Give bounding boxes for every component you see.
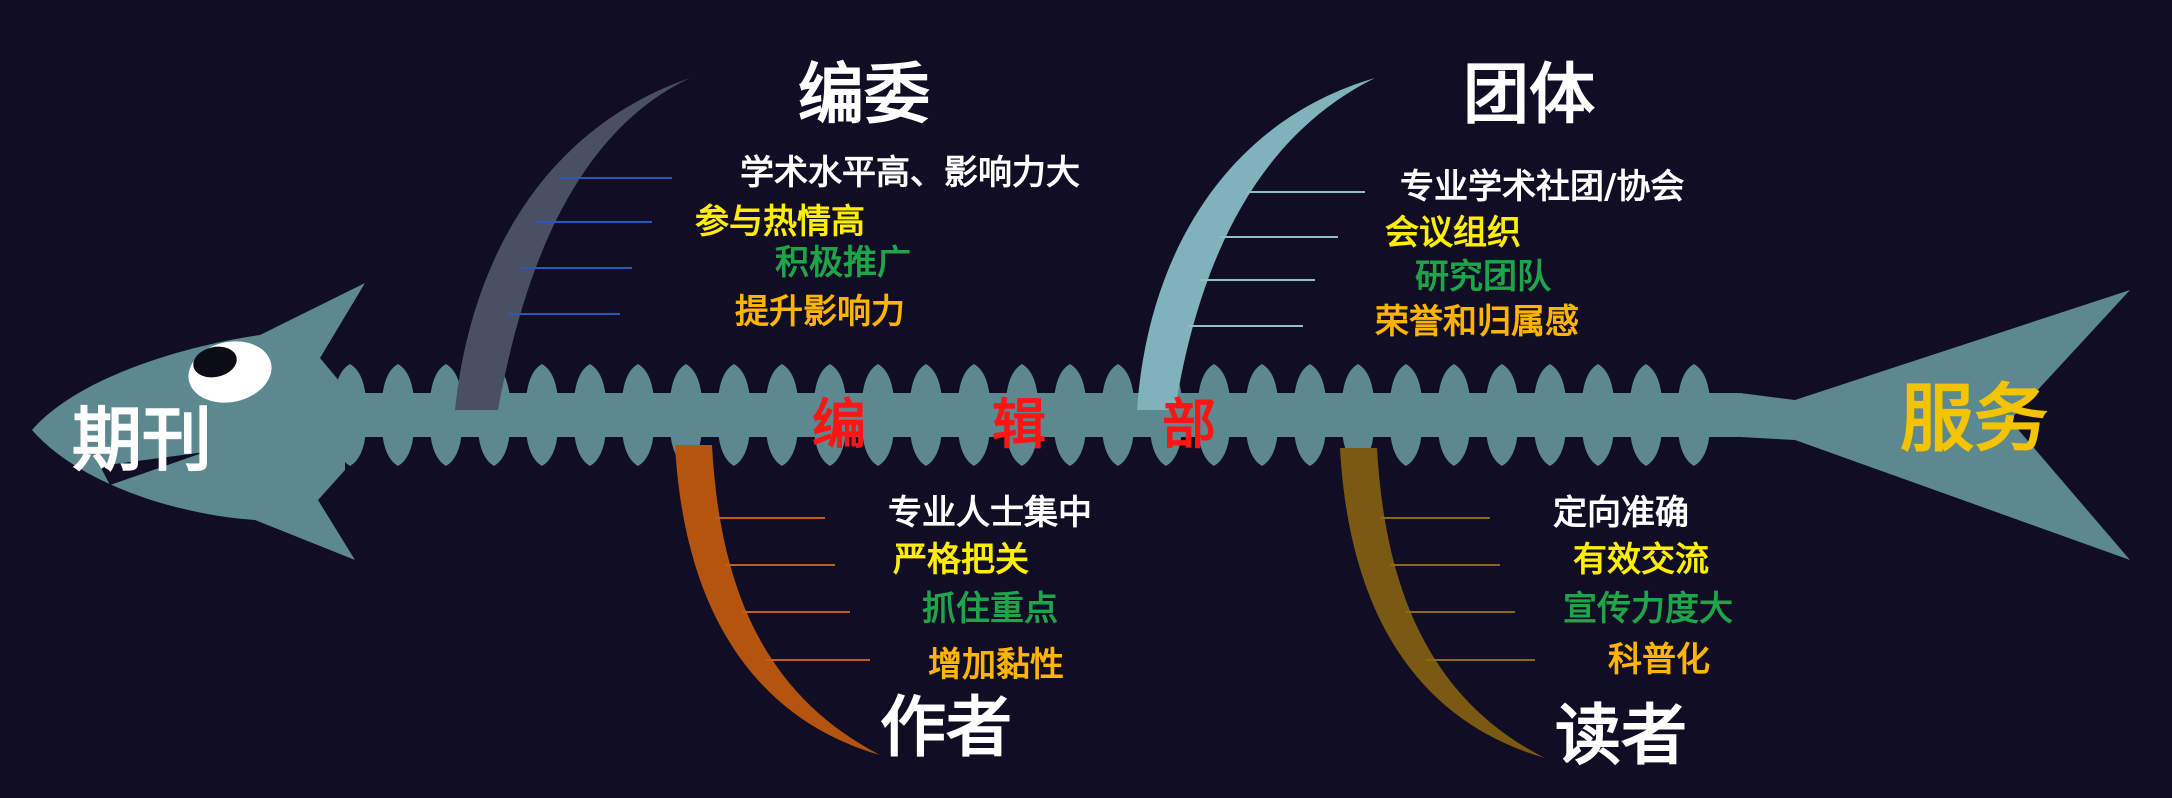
spine-rib: [1390, 364, 1422, 400]
spine-char: 辑: [992, 393, 1046, 456]
spine-rib: [1246, 364, 1278, 400]
tail-label: 服务: [1900, 376, 2048, 462]
spine-rib: [1438, 430, 1470, 466]
spine-rib: [1438, 364, 1470, 400]
spine-rib: [1294, 430, 1326, 466]
spine-rib: [382, 364, 414, 400]
spine-rib: [910, 430, 942, 466]
spine-rib: [1006, 364, 1038, 400]
fish-tail: [1740, 290, 2130, 560]
spine-rib: [718, 364, 750, 400]
head-label: 期刊: [72, 399, 212, 481]
spine-rib: [1102, 364, 1134, 400]
branch-item: 学术水平高、影响力大: [740, 153, 1080, 193]
branch-item: 会议组织: [1385, 213, 1521, 253]
spine-rib: [910, 364, 942, 400]
fish-mouth: [100, 452, 205, 485]
spine-rib: [430, 364, 462, 400]
branch-item: 有效交流: [1573, 540, 1709, 580]
spine-rib: [814, 364, 846, 400]
spine-char: 编: [812, 393, 866, 456]
spine-rib: [1198, 364, 1230, 400]
spine-rib: [1342, 364, 1374, 400]
spine-rib: [1054, 430, 1086, 466]
spine-rib: [1054, 364, 1086, 400]
spine-rib: [478, 430, 510, 466]
spine-rib: [430, 430, 462, 466]
branch-item: 专业学术社团/协会: [1400, 167, 1685, 207]
spine-rib: [958, 364, 990, 400]
spine-rib: [958, 430, 990, 466]
spine-rib: [574, 364, 606, 400]
spine-rib: [1582, 430, 1614, 466]
spine-rib: [1102, 430, 1134, 466]
spine-rib: [1630, 364, 1662, 400]
branch-item: 严格把关: [893, 540, 1029, 580]
branch-item: 抓住重点: [922, 589, 1058, 629]
branch-title-group: 团体: [1463, 56, 1595, 133]
spine-rib: [814, 430, 846, 466]
branch-title-author: 作者: [880, 689, 1012, 766]
spine-char: 部: [1162, 393, 1216, 456]
spine-rib: [1678, 430, 1710, 466]
branch-item: 研究团队: [1415, 257, 1551, 297]
spine-rib: [1150, 430, 1182, 466]
spine-rib: [574, 430, 606, 466]
spine-rib: [526, 364, 558, 400]
spine-rib: [526, 430, 558, 466]
bone-author: [675, 445, 880, 755]
spine-rib: [1294, 364, 1326, 400]
branch-item: 专业人士集中: [888, 493, 1092, 533]
branch-item: 宣传力度大: [1563, 589, 1733, 629]
spine-rib: [334, 364, 366, 400]
spine-rib: [766, 430, 798, 466]
branch-item: 科普化: [1608, 640, 1710, 680]
spine-rib: [1006, 430, 1038, 466]
spine-rib: [1198, 430, 1230, 466]
fish-head: [32, 283, 365, 560]
spine-bar: [320, 393, 1760, 437]
branch-item: 荣誉和归属感: [1375, 302, 1579, 342]
spine-rib: [622, 430, 654, 466]
bone-reader: [1340, 448, 1545, 758]
spine-rib: [862, 430, 894, 466]
spine-rib: [1486, 364, 1518, 400]
spine-rib: [862, 364, 894, 400]
branch-item: 定向准确: [1553, 493, 1689, 533]
branch-item: 提升影响力: [735, 292, 905, 332]
spine-rib: [670, 364, 702, 400]
spine-rib: [1486, 430, 1518, 466]
branch-item: 积极推广: [775, 243, 911, 283]
spine-rib: [1246, 430, 1278, 466]
spine-rib: [622, 364, 654, 400]
spine-rib: [1390, 430, 1422, 466]
spine-ribs: [334, 364, 1710, 466]
branch-title-reader: 读者: [1555, 697, 1687, 774]
branch-item: 参与热情高: [695, 202, 865, 242]
branch-title-editorial: 编委: [798, 56, 930, 133]
branch-item: 增加黏性: [928, 645, 1064, 685]
fish-pupil: [193, 346, 237, 378]
spine-rib: [718, 430, 750, 466]
spine-rib: [1678, 364, 1710, 400]
spine-rib: [1534, 364, 1566, 400]
spine-rib: [1630, 430, 1662, 466]
spine-rib: [1582, 364, 1614, 400]
bone-group: [1137, 78, 1375, 410]
bone-editorial: [455, 78, 690, 410]
spine-rib: [334, 430, 366, 466]
spine-rib: [766, 364, 798, 400]
spine-rib: [382, 430, 414, 466]
spine-rib: [1534, 430, 1566, 466]
